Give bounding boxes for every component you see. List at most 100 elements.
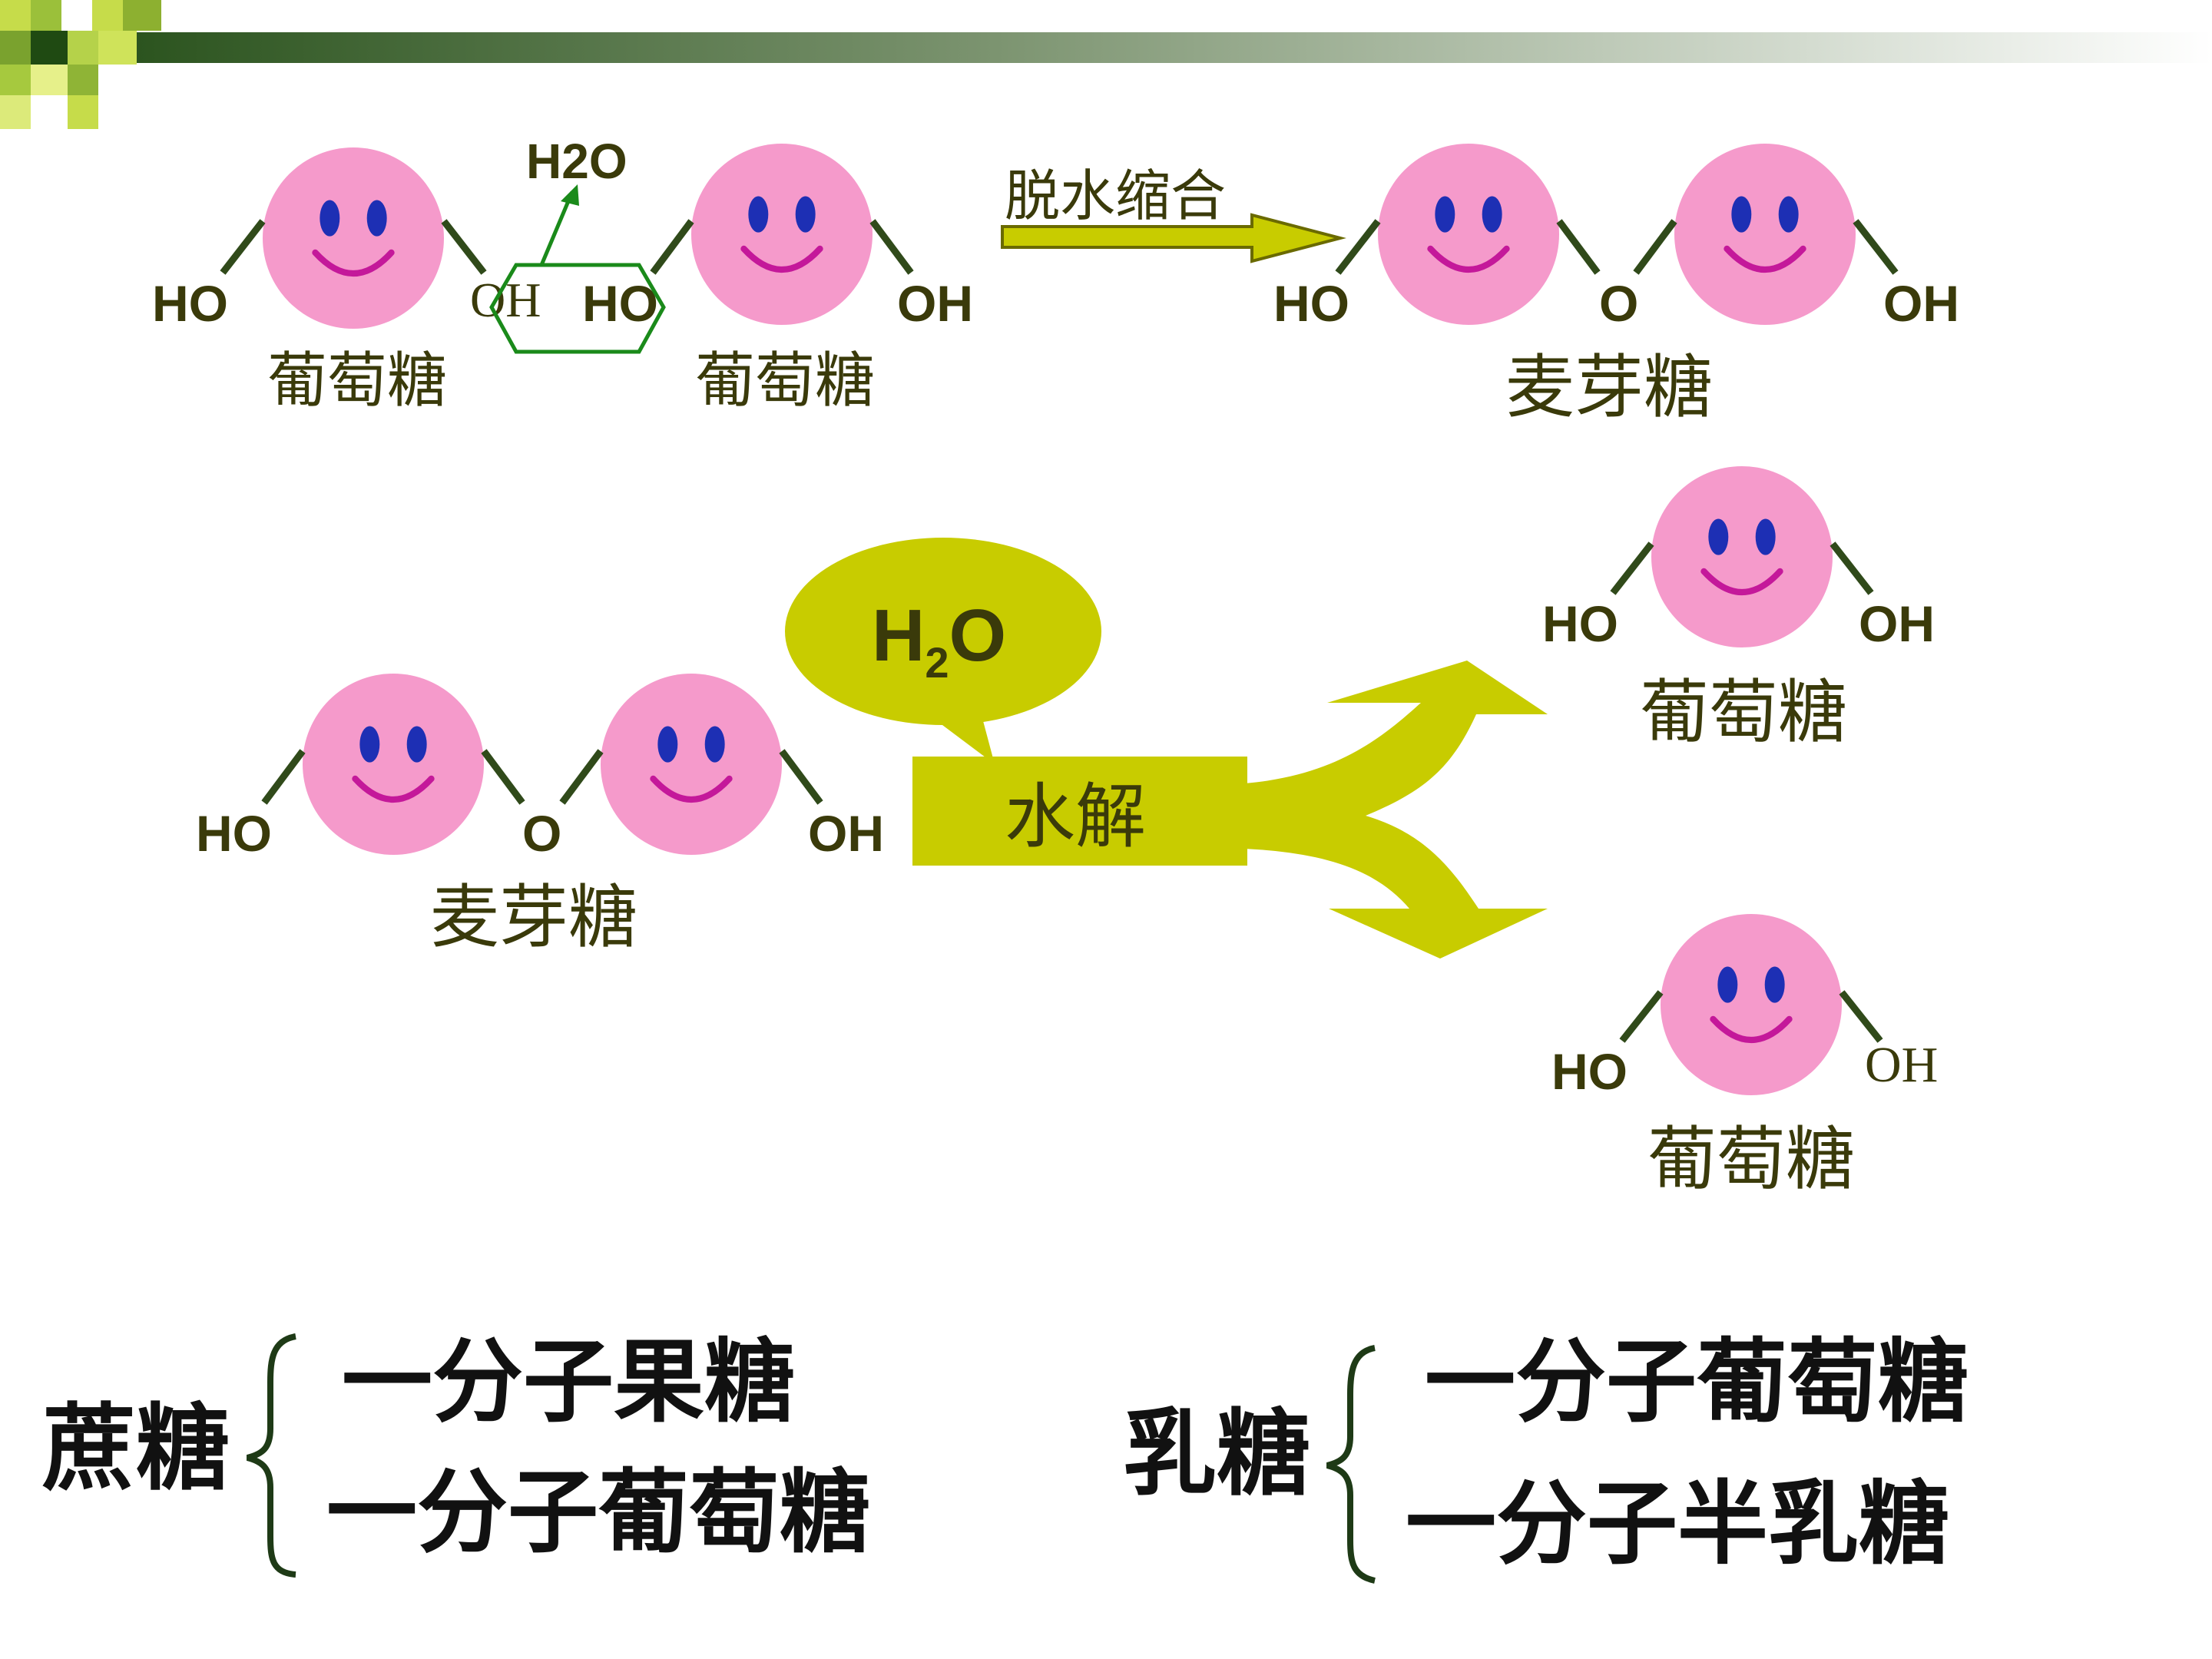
bond-line [1839, 990, 1883, 1043]
water-arrow-head-icon [561, 184, 579, 206]
left-glucose-label: 葡萄糖 [267, 346, 447, 416]
maltose-smiley-icon [303, 674, 484, 855]
maltose-label: 麦芽糖 [430, 877, 637, 958]
glucose-smiley-icon [1651, 466, 1833, 647]
bond-line [779, 749, 823, 805]
sucrose-part-2: 一分子葡萄糖 [326, 1459, 870, 1565]
right-eye [1778, 196, 1799, 233]
maltose-o-label: O [522, 805, 561, 862]
top-oh-label: OH [1859, 595, 1935, 652]
header-square [31, 0, 61, 31]
face-circle [1661, 914, 1842, 1095]
face-circle [601, 674, 782, 855]
water-bubble-tail [918, 707, 995, 764]
bond-line [1335, 219, 1381, 275]
water-bubble [785, 538, 1101, 725]
right-eye [1764, 966, 1785, 1003]
header-square [0, 31, 31, 65]
glucose-smiley-icon [263, 147, 444, 329]
maltose-smiley-icon [1378, 144, 1559, 325]
left-ho-label: HO [152, 275, 228, 332]
bond-line [481, 749, 525, 805]
lactose-brace [1326, 1345, 1376, 1584]
split-arrow-icon [1244, 661, 1548, 959]
right-eye [795, 196, 816, 233]
header-square [123, 0, 161, 31]
maltose-smiley-icon [1674, 144, 1856, 325]
hydrolysis-label: 水解 [1005, 776, 1146, 858]
mouth [312, 249, 395, 277]
header-square [92, 0, 123, 31]
bond-line [1610, 541, 1654, 595]
face-circle [1378, 144, 1559, 325]
product-ho-label: HO [1273, 275, 1349, 332]
header-square [0, 95, 31, 129]
mouth [1427, 245, 1510, 273]
sucrose-composition: 蔗糖 一分子果糖 一分子葡萄糖 [42, 1329, 870, 1578]
left-eye [657, 726, 678, 763]
bottom-glucose-label: 葡萄糖 [1647, 1119, 1855, 1200]
bond-line [441, 219, 487, 275]
bond-line [650, 219, 694, 275]
lactose-part-1: 一分子葡萄糖 [1425, 1329, 1969, 1435]
mouth [352, 775, 435, 803]
face-circle [1674, 144, 1856, 325]
bond-line [1853, 219, 1899, 275]
product-o-label: O [1599, 275, 1638, 332]
left-eye [320, 200, 340, 237]
right-eye [366, 200, 387, 237]
header-square [68, 65, 98, 95]
left-eye [1731, 196, 1752, 233]
left-eye [1435, 196, 1455, 233]
water-formula-bubble: H2O [872, 594, 1006, 687]
left-eye [359, 726, 380, 763]
condensation-arrow-label: 脱水缩合 [1005, 164, 1226, 228]
right-glucose-label: 葡萄糖 [695, 346, 875, 416]
glucose-smiley-icon [691, 144, 873, 325]
mouth [1710, 1015, 1793, 1044]
header-square [98, 31, 137, 65]
mouth [1724, 245, 1806, 273]
sucrose-name: 蔗糖 [42, 1394, 230, 1503]
right-ho-label: HO [582, 275, 658, 332]
hydrolysis-reaction: HO O OH 麦芽糖 H2O 水解 HO OH 葡萄糖 HO OH 葡萄糖 [196, 466, 1938, 1200]
mouth [650, 775, 733, 803]
face-circle [691, 144, 873, 325]
condensation-reaction: HO OH HO OH H2O 葡萄糖 葡萄糖 脱水缩合 HO O OH 麦芽糖 [152, 134, 1959, 428]
product-oh-label: OH [1883, 275, 1959, 332]
left-eye [1717, 966, 1738, 1003]
maltose-product-label: 麦芽糖 [1505, 347, 1713, 428]
bond-line [1830, 541, 1874, 595]
lactose-part-2: 一分子半乳糖 [1406, 1471, 1949, 1577]
header-gradient-bar [0, 32, 2212, 63]
bond-line [1633, 219, 1677, 275]
maltose-smiley-icon [601, 674, 782, 855]
face-circle [1651, 466, 1833, 647]
left-eye [1708, 518, 1729, 555]
mouth [1700, 568, 1783, 596]
header-square [31, 31, 68, 65]
bond-line [220, 219, 266, 275]
maltose-ho-label: HO [196, 805, 272, 862]
face-circle [263, 147, 444, 329]
right-eye [406, 726, 427, 763]
header-banner [0, 0, 2212, 129]
right-eye [1482, 196, 1502, 233]
lactose-name: 乳糖 [1123, 1399, 1310, 1508]
condensation-arrow-icon [1001, 213, 1346, 263]
bond-line [869, 219, 914, 275]
sucrose-brace [246, 1333, 296, 1578]
mouth [740, 245, 823, 273]
header-square [0, 65, 31, 95]
bond-line [1556, 219, 1601, 275]
maltose-oh-label: OH [808, 805, 884, 862]
water-formula: H2O [526, 134, 628, 189]
glucose-smiley-icon [1661, 914, 1842, 1095]
water-removal-hexagon [489, 263, 666, 354]
header-square [61, 0, 92, 31]
header-square [0, 0, 31, 31]
bottom-ho-label: HO [1551, 1043, 1628, 1100]
top-glucose-label: 葡萄糖 [1640, 672, 1847, 753]
hydrolysis-box [912, 757, 1247, 866]
